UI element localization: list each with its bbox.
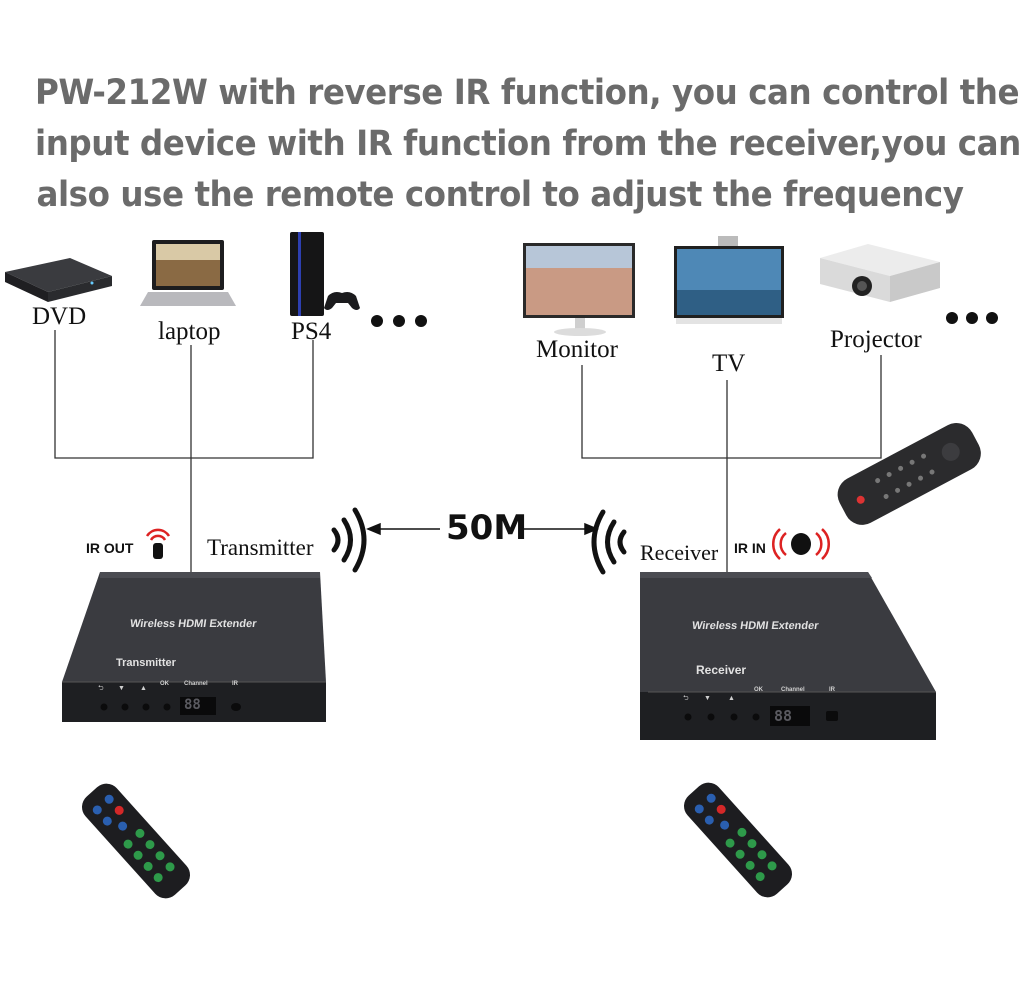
monitor-icon: [523, 243, 635, 336]
source-connection-lines: [54, 330, 314, 572]
more-sources-ellipsis: [371, 315, 427, 327]
ps4-console-icon: [290, 232, 360, 316]
ir-in-sensor-icon: [771, 528, 831, 560]
display-connection-lines: [581, 355, 882, 572]
receiver-wireless-waves-icon: [591, 509, 627, 575]
svg-text:▼: ▼: [704, 695, 711, 702]
headline: PW-212W with reverse IR function, you ca…: [35, 68, 1021, 221]
transmitter-channel-label: Channel: [184, 681, 208, 687]
transmitter-label: Transmitter: [207, 535, 314, 560]
svg-text:▼: ▼: [118, 685, 125, 692]
headline-line-2: input device with IR function from the r…: [35, 124, 1021, 164]
receiver-device-title: Wireless HDMI Extender: [691, 620, 820, 632]
distance-label: 50M: [446, 508, 528, 548]
receiver-remote-icon: [684, 782, 792, 898]
laptop-label: laptop: [158, 318, 221, 345]
transmitter-device: ⮌ ▼ ▲: [62, 572, 326, 722]
transmitter-ir-panel-label: IR: [232, 681, 238, 687]
transmitter-ok-label: OK: [160, 681, 169, 687]
transmitter-wireless-waves-icon: [331, 507, 367, 573]
svg-text:▲: ▲: [140, 685, 147, 692]
tv-remote-icon: [837, 423, 981, 525]
laptop-icon: [140, 240, 236, 306]
receiver-label: Receiver: [640, 540, 719, 565]
svg-text:▲: ▲: [728, 695, 735, 702]
ir-in-label: IR IN: [734, 540, 766, 556]
projector-label: Projector: [830, 326, 922, 353]
receiver-channel-label: Channel: [781, 687, 805, 693]
receiver-channel-display: 88: [774, 707, 793, 725]
ir-out-label: IR OUT: [86, 540, 134, 556]
dvd-label: DVD: [32, 303, 87, 330]
distance-arrow: [366, 522, 599, 536]
projector-icon: [820, 244, 940, 302]
tv-label: TV: [712, 350, 746, 377]
tv-icon: [674, 236, 784, 324]
receiver-ok-label: OK: [754, 687, 763, 693]
svg-text:⮌: ⮌: [683, 694, 689, 702]
receiver-device-role: Receiver: [696, 663, 747, 677]
headline-line-1: PW-212W with reverse IR function, you ca…: [35, 73, 1020, 113]
svg-text:⮌: ⮌: [98, 684, 104, 692]
transmitter-device-title: Wireless HDMI Extender: [129, 618, 258, 630]
monitor-label: Monitor: [536, 336, 618, 363]
dvd-player-icon: [5, 258, 112, 302]
transmitter-remote-icon: [82, 783, 190, 899]
receiver-ir-panel-label: IR: [829, 687, 835, 693]
ir-out-emitter-icon: [145, 528, 171, 559]
diagram-canvas: ⮌ ▼ ▲ ⮌ ▼ ▲: [5, 232, 998, 899]
receiver-device: ⮌ ▼ ▲: [640, 572, 936, 740]
transmitter-device-role: Transmitter: [116, 657, 176, 669]
more-displays-ellipsis: [946, 312, 998, 324]
ps4-label: PS4: [291, 318, 332, 345]
transmitter-channel-display: 88: [184, 697, 201, 713]
headline-line-3: also use the remote control to adjust th…: [36, 175, 964, 215]
